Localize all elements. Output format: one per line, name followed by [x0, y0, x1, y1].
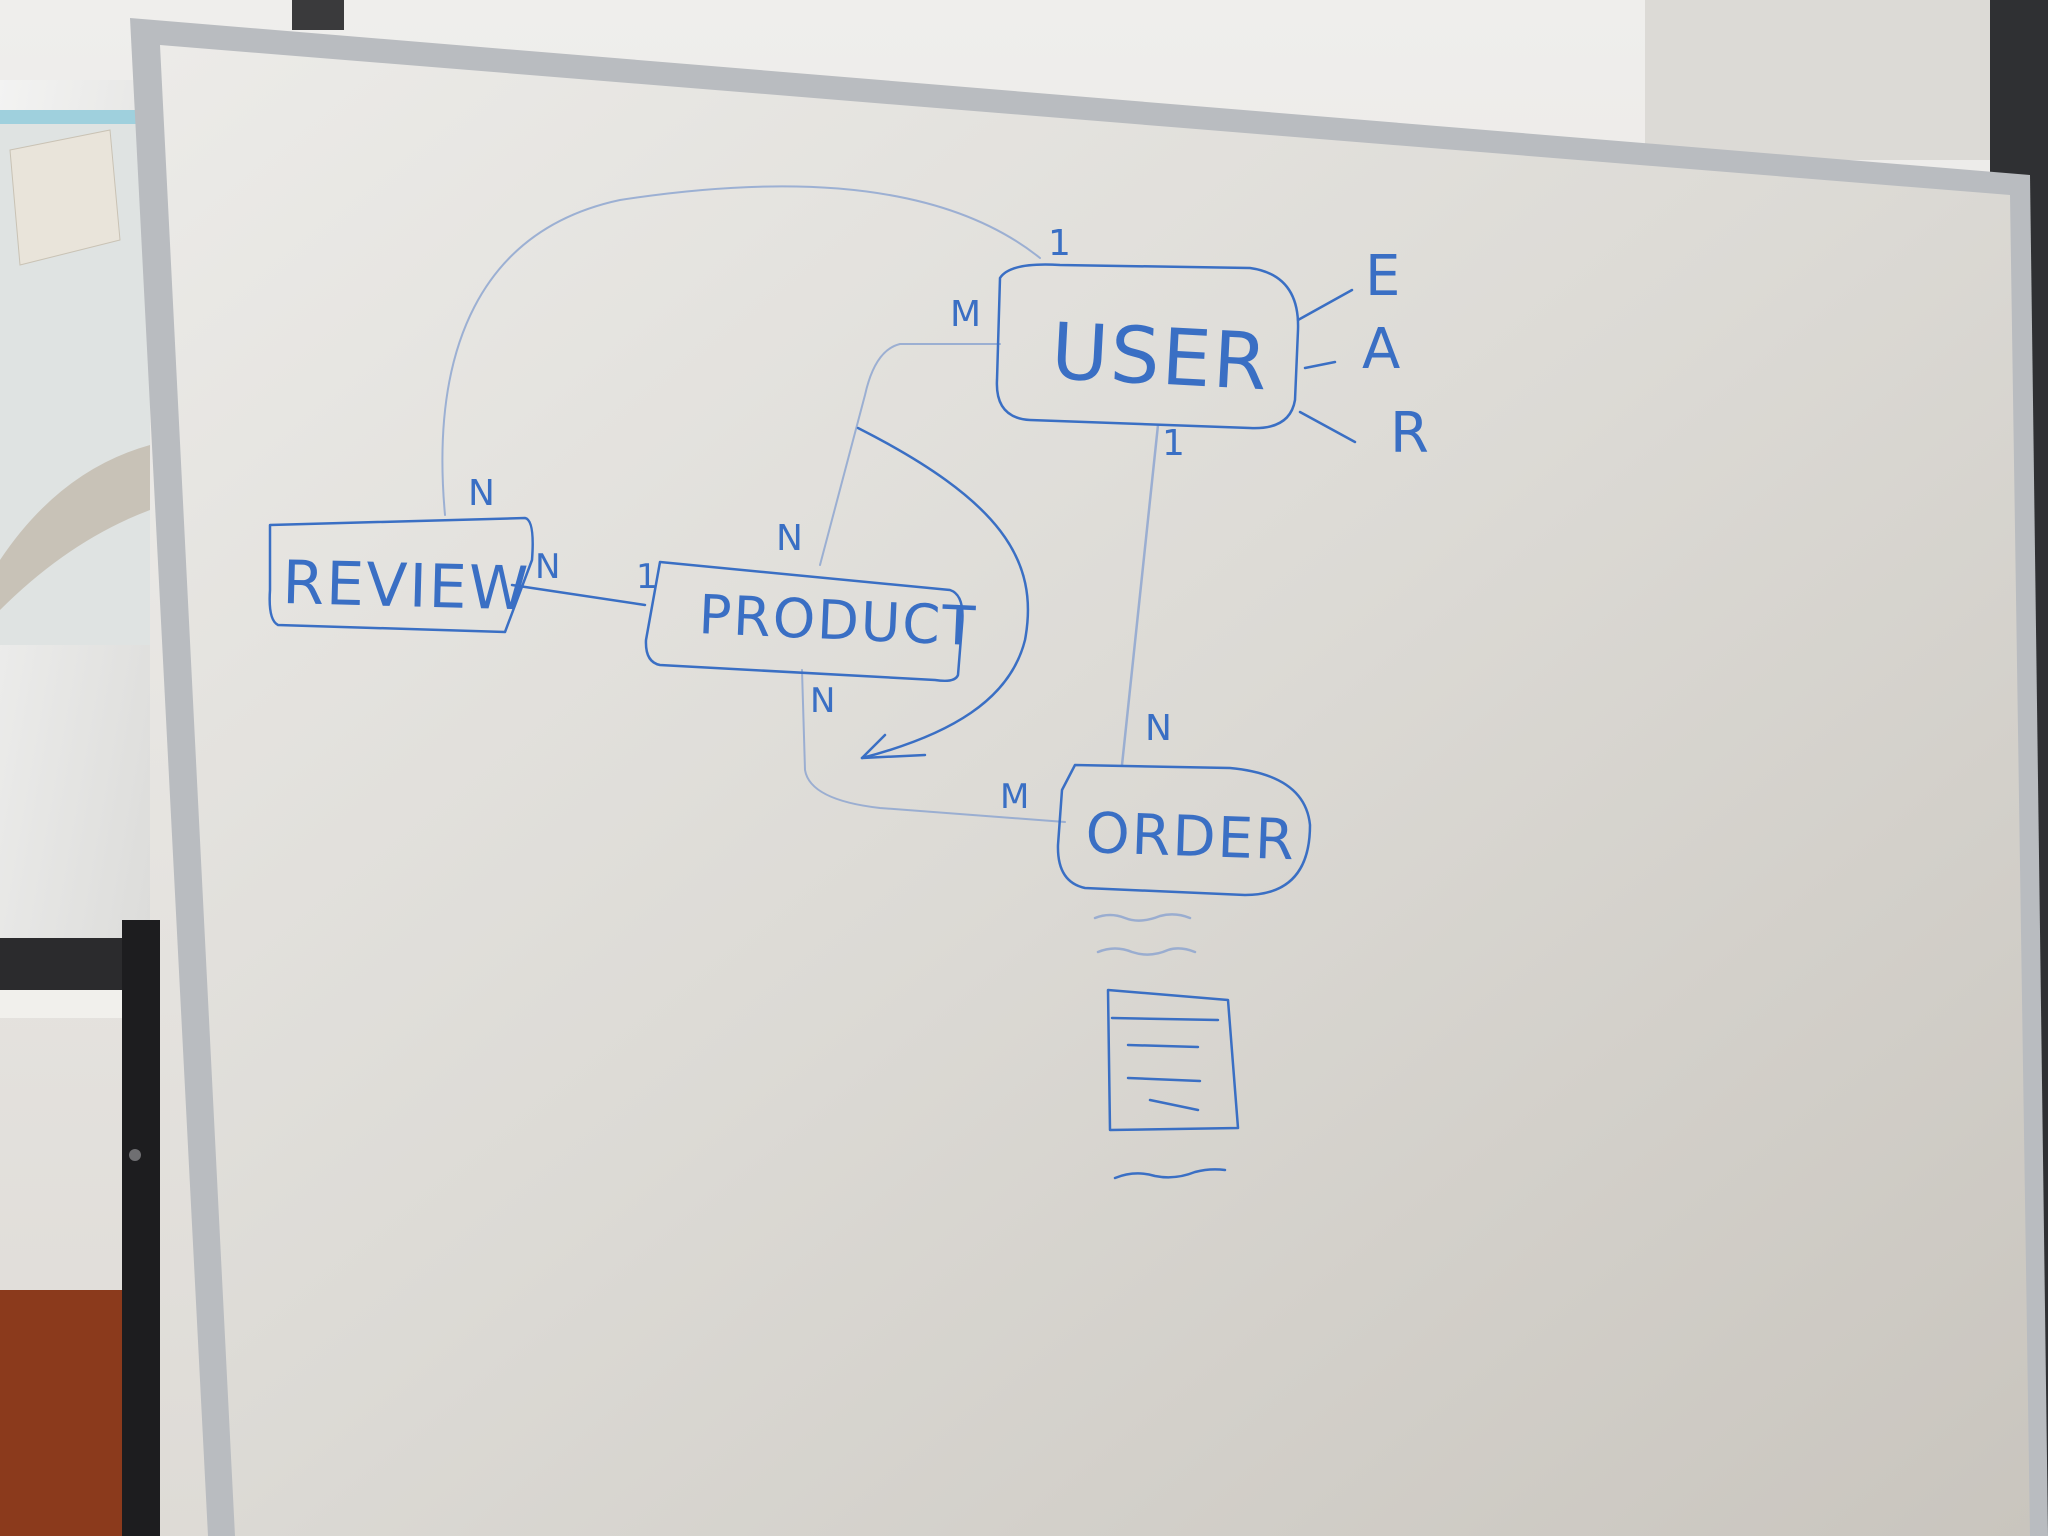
stand-hinge: [129, 1149, 141, 1161]
sketch-list-line-1: [1110, 1016, 1220, 1022]
entity-review: REVIEW: [268, 516, 534, 634]
entity-user: USER: [995, 263, 1300, 430]
projected-device: [9, 129, 121, 266]
user-attribute-r: R: [1390, 401, 1431, 466]
order-details-sketch: [1093, 913, 1240, 1180]
attr-r-connector: [1298, 410, 1357, 444]
attr-e-connector: [1296, 288, 1354, 322]
entity-product-box: [644, 560, 964, 683]
sketch-squiggle-2: [1096, 947, 1197, 956]
card-user-order-user-side: 1: [1162, 423, 1187, 464]
card-user-order-order-side: N: [1145, 708, 1174, 749]
card-product-order-order-side: M: [1000, 777, 1031, 817]
projected-image-accent: [0, 110, 150, 124]
sketch-list-line-4: [1148, 1098, 1200, 1112]
door-frame-dark: [292, 0, 344, 30]
entity-user-label: USER: [1049, 307, 1272, 408]
entity-order-label: ORDER: [1085, 801, 1298, 873]
user-order-line: [1120, 423, 1160, 767]
entity-order-box: [1056, 763, 1312, 897]
card-review-product-review-side: N: [535, 547, 562, 587]
entity-user-box: [995, 263, 1300, 430]
attr-a-connector: [1303, 360, 1337, 370]
review-product-line: [510, 583, 647, 607]
cardinality-labels: 1 N M N 1 N N 1 N M: [468, 223, 1187, 817]
card-product-order-product-side: N: [810, 681, 837, 721]
curved-arrow-head: [860, 733, 927, 760]
user-review-arc: [441, 185, 1041, 516]
card-review-product-product-side: 1: [636, 557, 660, 597]
wall-panel-right: [1645, 0, 1990, 160]
projected-image-shape: [0, 445, 150, 610]
card-user-product-user-side: M: [950, 294, 983, 335]
sketch-list-box: [1106, 988, 1240, 1132]
entity-review-box: [268, 516, 534, 634]
card-user-review-user-side: 1: [1048, 223, 1073, 264]
sketch-squiggle-1: [1093, 913, 1192, 922]
user-product-line: [819, 343, 1001, 566]
sketch-squiggle-3: [1113, 1168, 1227, 1180]
whiteboard-surface: [160, 45, 2030, 1536]
user-attribute-a: A: [1362, 317, 1402, 382]
board-stand-leg: [122, 920, 160, 1536]
product-order-line: [801, 669, 1066, 823]
card-user-review-review-side: N: [468, 473, 497, 514]
user-attributes: E A R: [1362, 244, 1431, 466]
entity-product-label: PRODUCT: [697, 583, 978, 658]
sketch-list-line-2: [1126, 1043, 1200, 1049]
curved-arrow: [856, 426, 1030, 760]
card-user-product-product-side: N: [776, 518, 805, 559]
entity-review-label: REVIEW: [282, 548, 531, 624]
user-attribute-connectors: [1296, 288, 1357, 444]
relationships: [441, 185, 1160, 823]
user-attribute-e: E: [1365, 244, 1402, 309]
entity-order: ORDER: [1056, 763, 1312, 897]
sketch-list-line-3: [1126, 1076, 1202, 1083]
entity-product: PRODUCT: [644, 560, 978, 683]
